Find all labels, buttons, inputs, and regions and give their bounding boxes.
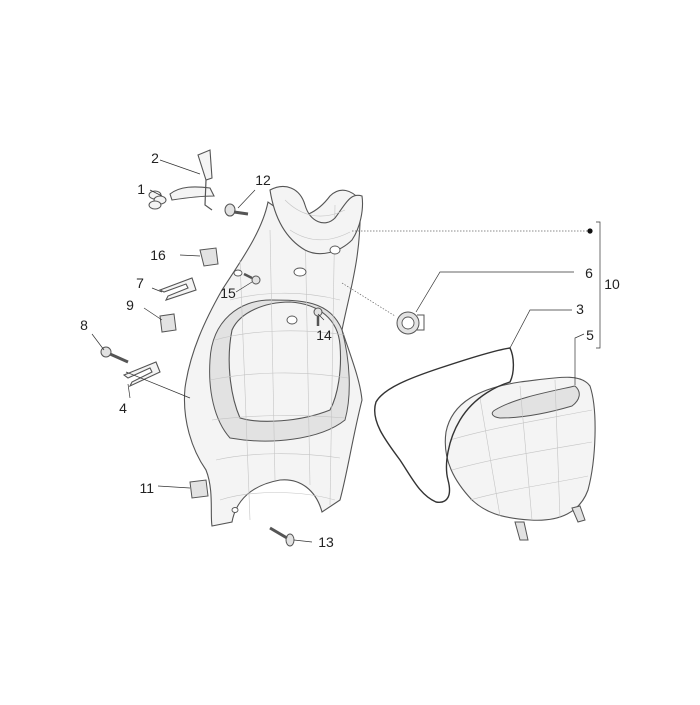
callout-3: 3 [576, 301, 584, 317]
bracket-4 [122, 361, 161, 388]
clip-9 [159, 313, 177, 333]
leg-shield-panel [183, 186, 364, 527]
callout-labels: 1 2 12 16 7 15 9 14 8 4 11 13 6 3 5 10 [80, 150, 620, 550]
clip-16 [199, 247, 219, 267]
callout-4: 4 [119, 400, 127, 416]
callout-1: 1 [137, 181, 145, 197]
bag-hook [169, 149, 215, 211]
bracket-7 [158, 277, 197, 301]
callout-13: 13 [318, 534, 334, 550]
callout-16: 16 [150, 247, 166, 263]
callout-8: 8 [80, 317, 88, 333]
latch-lock [396, 311, 425, 335]
callout-10: 10 [604, 276, 620, 292]
glove-box-door [444, 376, 596, 541]
callout-7: 7 [136, 275, 144, 291]
screw-13 [269, 526, 295, 547]
spring [148, 190, 167, 210]
callout-12: 12 [255, 172, 271, 188]
clip-11 [189, 479, 209, 499]
callout-6: 6 [585, 265, 593, 281]
screw-12 [224, 203, 249, 217]
callout-2: 2 [151, 150, 159, 166]
screw-14 [313, 307, 323, 326]
screw-8 [100, 346, 129, 364]
leader-lines [91, 159, 601, 543]
callout-11: 11 [139, 480, 154, 496]
callout-5: 5 [586, 327, 594, 343]
gasket-seal [374, 347, 515, 503]
callout-15: 15 [220, 285, 236, 301]
callout-9: 9 [126, 297, 134, 313]
screw-15 [243, 272, 261, 285]
callout-14: 14 [316, 327, 332, 343]
